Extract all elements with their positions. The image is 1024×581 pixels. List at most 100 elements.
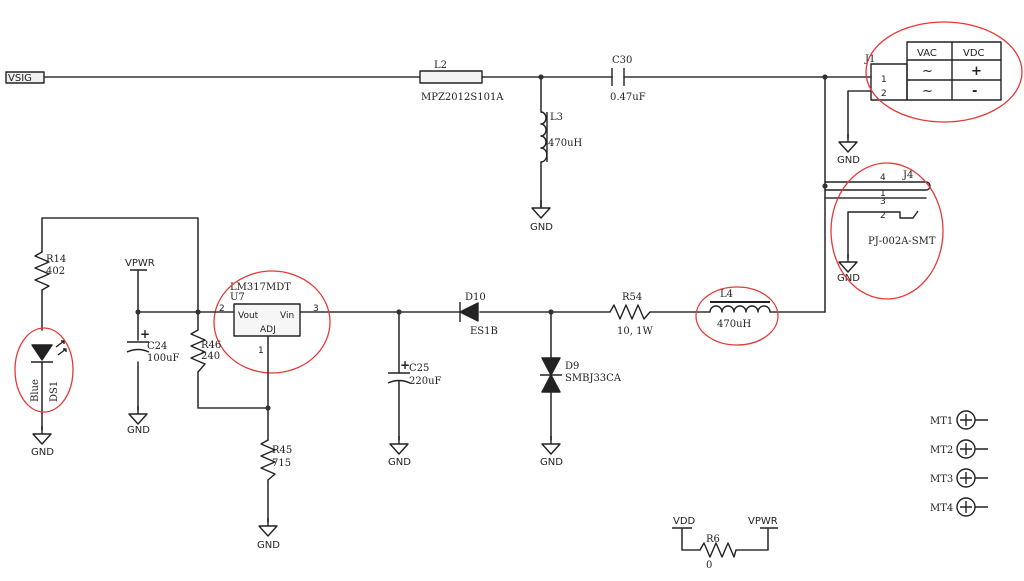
svg-text:3: 3 [313,304,319,314]
resistor-r54: R54 10, 1W [609,292,653,337]
junction-r46-bottom [265,405,271,411]
mounting-hole-mt1: MT1 [930,410,989,430]
svg-text:220uF: 220uF [409,376,442,387]
svg-text:VSIG: VSIG [8,73,32,84]
inductor-l3: L3 470uH [540,111,583,163]
svg-text:~: ~ [922,84,933,99]
capacitor-c25: + C25 220uF [387,358,442,387]
regulator-u7: LM317MDT U7 Vout Vin ADJ 2 3 1 [219,282,319,356]
svg-text:LM317MDT: LM317MDT [230,282,291,293]
highlight-ring-u7 [213,270,331,374]
svg-text:4: 4 [880,173,886,183]
led-ds1: Blue DS1 [30,340,67,402]
svg-text:715: 715 [272,458,291,469]
diode-d9: D9 SMBJ33CA [540,357,622,393]
svg-text:2: 2 [219,304,225,314]
inductor-l4: L4 470uH [709,289,771,330]
highlight-ring-l4 [695,286,779,346]
svg-text:1: 1 [258,346,264,356]
svg-text:0.47uF: 0.47uF [610,92,646,103]
mounting-hole-mt2: MT2 [930,439,989,459]
svg-text:C25: C25 [409,363,429,374]
svg-text:+: + [400,358,410,372]
resistor-r6: VDD VPWR R6 0 [672,516,778,571]
gnd-c24: GND [127,405,150,436]
wire-left-network [41,217,269,523]
svg-text:GND: GND [388,457,411,468]
svg-text:SMBJ33CA: SMBJ33CA [565,373,622,384]
svg-text:~: ~ [922,64,933,79]
highlight-ring-j4 [830,162,944,300]
svg-text:J4: J4 [902,170,913,181]
gnd-j1: GND [837,133,860,166]
svg-text:MT3: MT3 [930,474,953,485]
svg-text:VDD: VDD [673,516,696,527]
svg-text:L2: L2 [434,60,447,71]
capacitor-c30: C30 0.47uF [610,55,646,103]
gnd-d9: GND [540,435,563,468]
svg-text:1: 1 [880,189,886,199]
wire-j1-pin2-gnd [847,90,872,139]
svg-text:C24: C24 [147,341,167,352]
svg-text:+: + [971,64,982,79]
svg-text:2: 2 [880,211,886,221]
mounting-hole-mt4: MT4 [930,497,989,517]
svg-text:470uH: 470uH [548,138,583,149]
svg-text:470uH: 470uH [717,319,752,330]
svg-text:-: - [972,84,977,99]
inductor-l2: L2 MPZ2012S101A [419,60,504,103]
svg-text:100uF: 100uF [147,353,180,364]
svg-text:D9: D9 [565,361,579,372]
highlight-ring-ds1 [14,327,74,413]
resistor-r45: R45 715 [260,439,292,481]
svg-text:GND: GND [31,447,54,458]
svg-text:C30: C30 [612,55,632,66]
gnd-ds1: GND [31,425,54,458]
svg-text:VAC: VAC [917,48,937,59]
svg-text:GND: GND [837,273,860,284]
svg-text:VDC: VDC [963,48,985,59]
svg-text:DS1: DS1 [49,381,60,402]
svg-text:R54: R54 [622,292,642,303]
vsig-net-label: VSIG [5,71,45,84]
capacitor-c24: + C24 100uF [126,327,180,364]
gnd-l3: GND [530,199,553,233]
svg-text:ES1B: ES1B [470,326,498,337]
svg-text:MT2: MT2 [930,445,953,456]
diode-d10: D10 ES1B [459,292,498,337]
vpwr-net-label: VPWR [125,258,155,271]
mounting-hole-mt3: MT3 [930,468,989,488]
gnd-r45: GND [257,517,280,551]
svg-text:MT4: MT4 [930,503,953,514]
svg-text:GND: GND [127,425,150,436]
svg-text:ADJ: ADJ [260,325,276,335]
svg-text:MPZ2012S101A: MPZ2012S101A [421,92,504,103]
svg-text:D10: D10 [465,292,486,303]
svg-text:U7: U7 [230,292,245,303]
svg-text:+: + [140,327,150,341]
svg-text:R6: R6 [706,534,720,545]
svg-text:402: 402 [46,266,65,277]
resistor-r14: R14 402 [34,251,66,291]
svg-text:2: 2 [881,89,887,99]
svg-text:GND: GND [257,540,280,551]
svg-text:VPWR: VPWR [748,516,778,527]
junction-j4 [822,183,828,189]
svg-text:3: 3 [880,197,886,207]
svg-text:10, 1W: 10, 1W [617,326,653,337]
gnd-c25: GND [388,435,411,468]
junction-c24 [135,309,141,315]
svg-text:GND: GND [837,155,860,166]
connector-j1: J1 1 2 VAC VDC ~ + ~ - [864,41,1002,101]
svg-text:GND: GND [530,222,553,233]
svg-text:R14: R14 [46,254,66,265]
gnd-j4: GND [837,253,860,284]
svg-text:VPWR: VPWR [125,258,155,269]
svg-text:J1: J1 [864,54,875,65]
svg-text:L4: L4 [720,289,733,300]
svg-text:R45: R45 [272,445,292,456]
svg-text:PJ-002A-SMT: PJ-002A-SMT [868,236,936,247]
svg-text:MT1: MT1 [930,416,953,427]
svg-text:1: 1 [881,75,887,85]
